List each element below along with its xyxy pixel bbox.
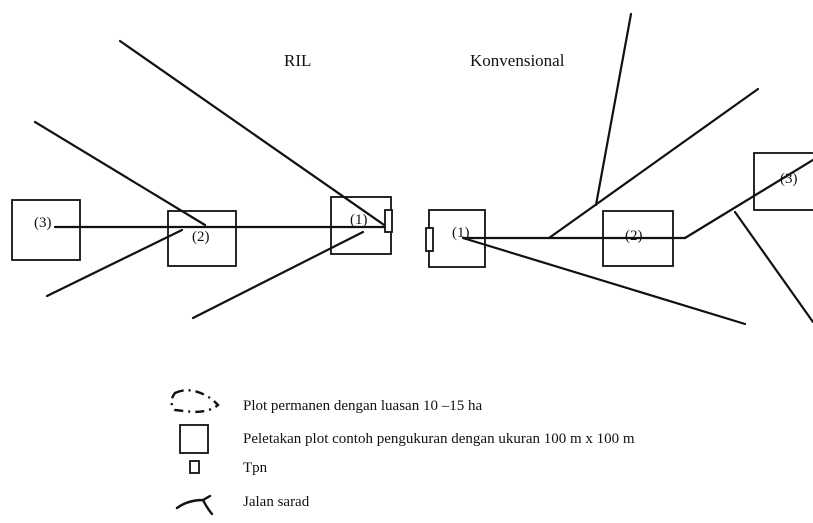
konv-tpn — [425, 227, 434, 252]
konv-skid-road-lower-right — [733, 210, 813, 324]
ril-plot-2-label: (2) — [192, 229, 210, 245]
ril-skid-road-lower-left — [45, 228, 184, 298]
ril-skid-road-lower-right — [191, 230, 365, 320]
ril-skid-road-upper-long — [118, 39, 389, 229]
ril-plot-2 — [167, 210, 237, 267]
skid-road-icon — [175, 494, 214, 516]
konv-skid-road-upper-vertical — [594, 12, 633, 207]
konv-plot-2-label: (2) — [625, 228, 643, 244]
konv-plot-3 — [753, 152, 813, 211]
legend-skid-road-label: Jalan sarad — [243, 494, 310, 510]
ril-plot-1 — [330, 196, 392, 255]
permanent-plot-icon — [170, 389, 220, 414]
ril-plot-3 — [11, 199, 81, 261]
legend-tpn-label: Tpn — [243, 460, 268, 476]
konv-skid-road-to-plot-3 — [683, 158, 813, 240]
konv-skid-road-upper-diagonal — [547, 87, 760, 240]
tpn-icon — [189, 460, 200, 474]
title-ril: RIL — [284, 51, 311, 70]
ril-layout: (3) (2) (1) — [11, 39, 393, 320]
ril-plot-1-label: (1) — [350, 212, 368, 228]
konv-plot-3-label: (3) — [780, 171, 798, 187]
legend: Plot permanen dengan luasan 10 –15 ha Pe… — [170, 389, 635, 516]
sample-plot-icon — [179, 424, 209, 454]
legend-sample-plot-label: Peletakan plot contoh pengukuran dengan … — [243, 431, 635, 447]
ril-plot-3-label: (3) — [34, 215, 52, 231]
ril-tpn — [384, 209, 393, 233]
konvensional-layout: (1) (2) (3) — [425, 12, 813, 326]
ril-skid-road-upper-left — [33, 120, 207, 227]
konv-skid-road-lower — [461, 236, 747, 326]
konv-plot-1-label: (1) — [452, 225, 470, 241]
legend-permanent-plot-label: Plot permanen dengan luasan 10 –15 ha — [243, 398, 482, 414]
title-konvensional: Konvensional — [470, 51, 565, 70]
